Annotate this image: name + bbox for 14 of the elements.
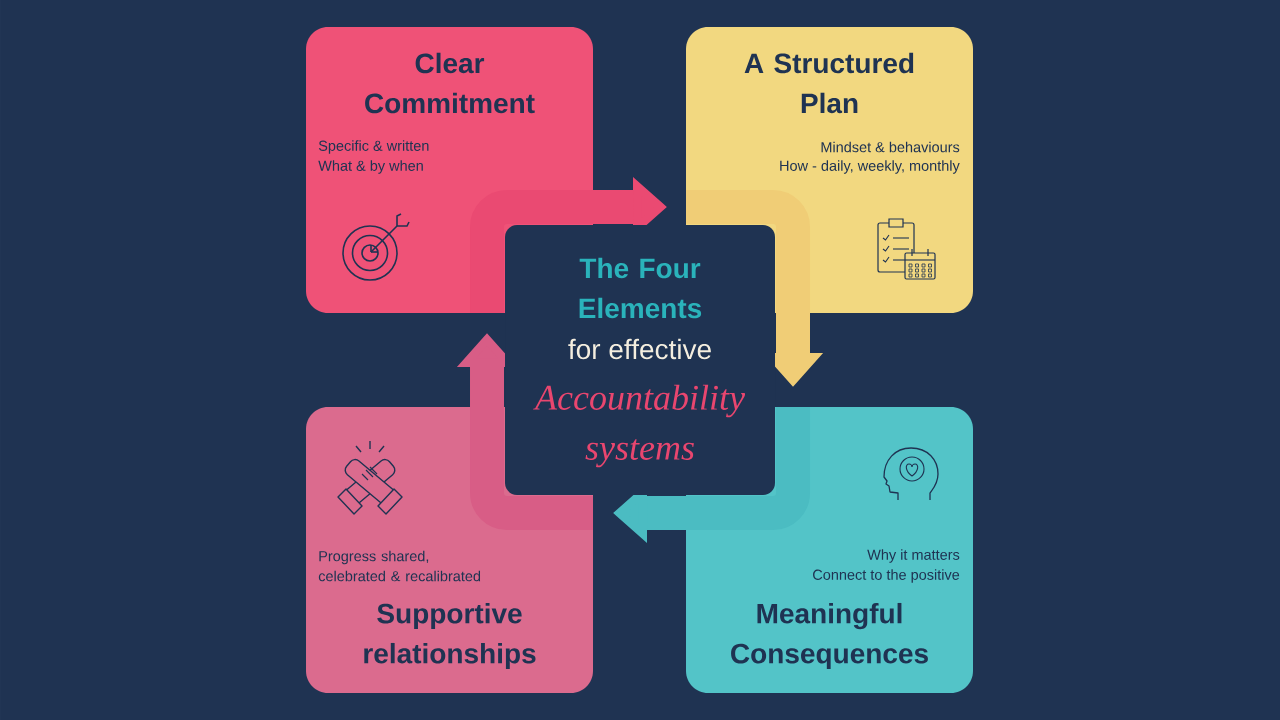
card-heading: A Structured Plan <box>744 52 914 114</box>
script-text: Accountability systems <box>533 384 746 468</box>
body-text: What & by when <box>318 160 423 174</box>
card-heading: Supportive relationships <box>364 602 536 670</box>
subtitle: for effective <box>568 338 711 360</box>
body-text: Progress shared, celebrated & recalibrated <box>318 550 481 582</box>
body-text: Specific & written <box>318 140 429 154</box>
card-heading: Clear Commitment <box>365 52 535 114</box>
body-text: How - daily, weekly, monthly <box>780 160 960 174</box>
title: The Four Elements <box>579 257 702 319</box>
card-heading: Meaningful Consequences <box>731 602 928 670</box>
body-text: Why it matters <box>867 549 960 563</box>
body-text: Mindset & behaviours <box>821 141 960 153</box>
body-text: Connect to the positive <box>813 569 960 583</box>
